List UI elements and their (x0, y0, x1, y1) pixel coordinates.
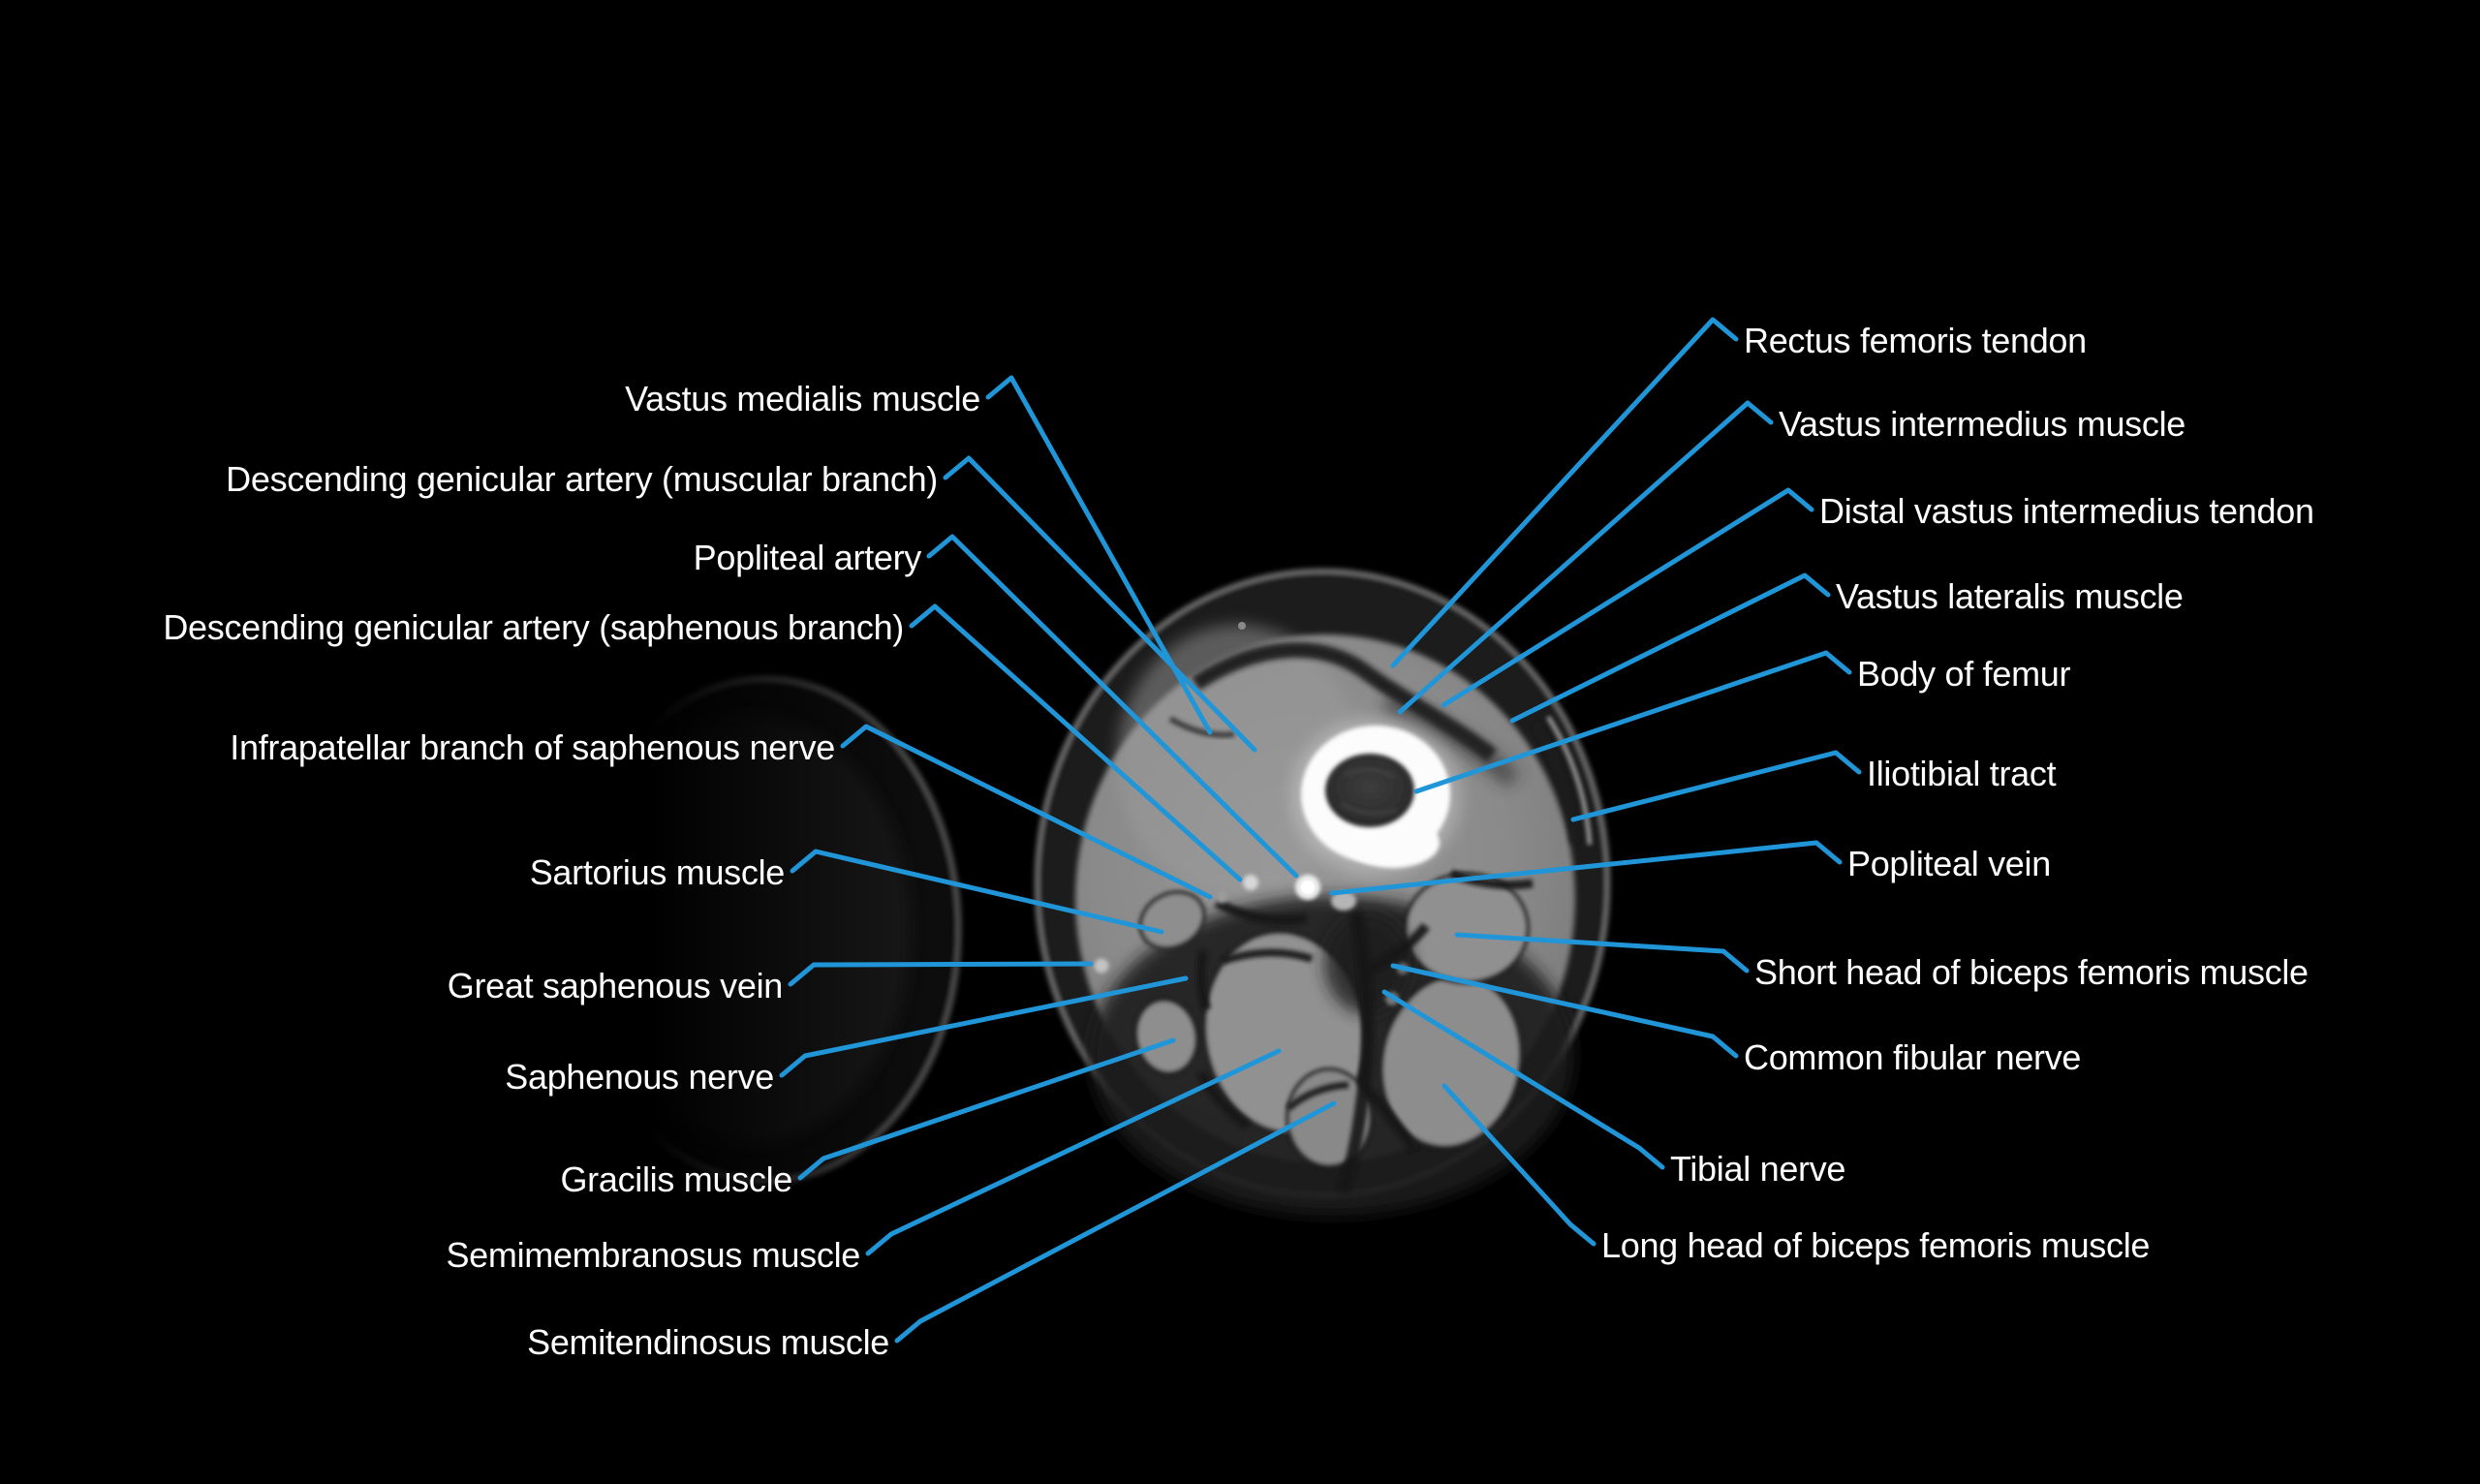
leader-line-short-head-of-biceps-femoris-muscle (1454, 932, 1750, 974)
anatomy-label-body-of-femur: Body of femur (1857, 654, 2071, 694)
septum-medial-posterior (1221, 948, 1314, 965)
infrapatellar-nerve-dot (1216, 892, 1227, 904)
leader-line-sartorius-muscle (790, 849, 1164, 935)
leader-line-infrapatellar-branch-of-saphenous-nerve (840, 724, 1213, 900)
septum-branch-lateral (1360, 922, 1430, 977)
marrow-texture (1340, 767, 1398, 816)
septum-branch-lower (1356, 1079, 1419, 1154)
anatomy-label-great-saphenous-vein: Great saphenous vein (447, 966, 784, 1005)
anatomy-label-common-fibular-nerve: Common fibular nerve (1744, 1037, 2082, 1077)
septum-lateral (1449, 869, 1534, 890)
posterior-midline-septum (1336, 911, 1375, 1194)
anatomy-label-vastus-medialis-muscle: Vastus medialis muscle (625, 379, 980, 418)
leader-line-iliotibial-tract (1570, 750, 1862, 822)
saphenous-branch-artery-dot (1243, 875, 1258, 890)
anatomy-label-popliteal-artery: Popliteal artery (693, 538, 922, 577)
leader-line-tibial-nerve (1381, 989, 1665, 1170)
anatomy-label-vastus-lateralis-muscle: Vastus lateralis muscle (1836, 576, 2184, 616)
popliteal-vein-dot (1331, 891, 1356, 911)
anatomy-label-distal-vastus-intermedius-tendon: Distal vastus intermedius tendon (1819, 491, 2314, 531)
leader-line-gracilis-muscle (797, 1037, 1176, 1181)
leader-line-vastus-lateralis-muscle (1509, 572, 1831, 724)
iliotibial-tract-line (1545, 715, 1593, 846)
anatomy-label-semimembranosus-muscle: Semimembranosus muscle (446, 1235, 860, 1275)
gracilis-muscle-shape (1133, 998, 1199, 1075)
septum-above-semimembranosus (1214, 898, 1307, 925)
leader-line-semimembranosus-muscle (865, 1048, 1282, 1256)
anatomy-label-short-head-of-biceps-femoris-muscle: Short head of biceps femoris muscle (1754, 952, 2309, 992)
leader-line-saphenous-nerve (779, 975, 1189, 1078)
leader-line-vastus-intermedius-muscle (1397, 400, 1774, 715)
sartorius-muscle-shape (1138, 890, 1206, 950)
subcutaneous-vessel-dot (1238, 622, 1246, 630)
leader-line-popliteal-vein (1329, 840, 1843, 896)
anatomy-label-semitendinosus-muscle: Semitendinosus muscle (527, 1322, 889, 1362)
septum-sm-st (1286, 1081, 1349, 1111)
leader-line-rectus-femoris-tendon (1390, 317, 1739, 668)
leader-line-distal-vastus-intermedius-tendon (1441, 487, 1814, 708)
popliteal-artery-core (1301, 881, 1315, 894)
anatomy-label-iliotibial-tract: Iliotibial tract (1867, 754, 2057, 793)
anatomy-label-tibial-nerve: Tibial nerve (1670, 1149, 1846, 1189)
leader-line-body-of-femur (1413, 650, 1852, 794)
anatomy-label-descending-genicular-artery-saphenous-branch: Descending genicular artery (saphenous b… (163, 607, 904, 647)
leader-lines (779, 317, 1862, 1344)
adjacent-thigh-edge (465, 639, 961, 1240)
great-saphenous-vein-dot (1094, 958, 1109, 974)
leader-line-great-saphenous-vein (788, 961, 1094, 987)
anatomy-label-sartorius-muscle: Sartorius muscle (529, 852, 786, 892)
leader-line-long-head-of-biceps-femoris-muscle (1442, 1083, 1596, 1247)
anatomy-label-rectus-femoris-tendon: Rectus femoris tendon (1744, 321, 2087, 360)
leader-line-descending-genicular-artery-muscular-branch (943, 455, 1257, 753)
femur-cortex-bulge (1347, 818, 1440, 868)
leader-line-descending-genicular-artery-saphenous-branch (909, 603, 1243, 882)
leader-line-semitendinosus-muscle (894, 1100, 1337, 1344)
septum-below-gracilis (1197, 1070, 1251, 1129)
leader-line-vastus-medialis-muscle (985, 375, 1213, 735)
leader-line-common-fibular-nerve (1390, 963, 1739, 1059)
iliotibial-tract-fat-line (1532, 722, 1579, 844)
anatomy-label-gracilis-muscle: Gracilis muscle (560, 1159, 792, 1199)
thigh-cross-section (1035, 569, 1610, 1216)
anatomy-label-long-head-of-biceps-femoris-muscle: Long head of biceps femoris muscle (1601, 1225, 2151, 1265)
vastus-medialis-cleft (1168, 716, 1235, 738)
anatomy-label-infrapatellar-branch-of-saphenous-nerve: Infrapatellar branch of saphenous nerve (230, 727, 835, 767)
anatomy-label-descending-genicular-artery-muscular-branch: Descending genicular artery (muscular br… (226, 459, 938, 499)
anatomy-label-popliteal-vein: Popliteal vein (1847, 844, 2051, 883)
septum-sartorius-gracilis (1196, 950, 1212, 1011)
anatomy-label-saphenous-nerve: Saphenous nerve (505, 1057, 774, 1097)
intermuscular-septa (1196, 869, 1534, 1194)
adjacent-fade (465, 639, 920, 1240)
anatomy-label-vastus-intermedius-muscle: Vastus intermedius muscle (1779, 404, 2186, 444)
leader-line-popliteal-artery (926, 534, 1299, 879)
